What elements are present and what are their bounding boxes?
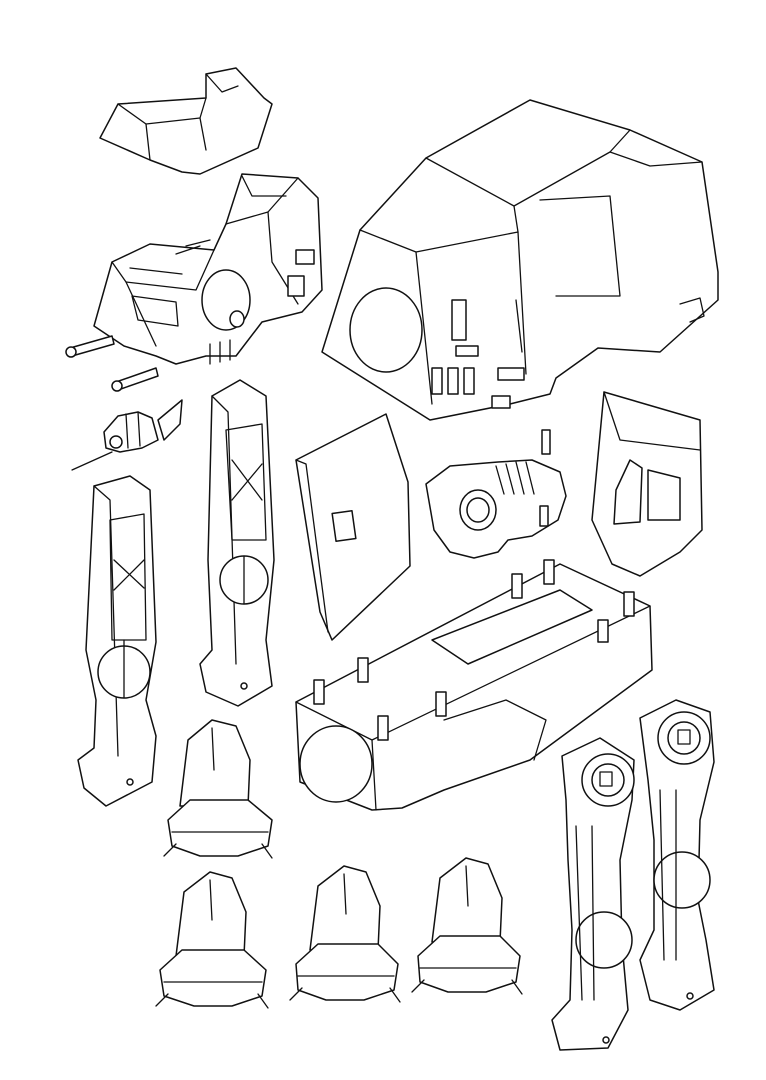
inner-right-leg xyxy=(552,738,634,1050)
body-chassis xyxy=(296,560,652,810)
right-leg xyxy=(640,700,714,1010)
body-side-hatch xyxy=(296,414,410,640)
neck-joint xyxy=(426,430,566,558)
inner-left-leg xyxy=(200,380,274,706)
head-side-blaster xyxy=(72,400,182,470)
body-rear-panel xyxy=(592,392,702,576)
head-cannon-lower xyxy=(112,368,158,391)
foot-1 xyxy=(164,720,272,858)
foot-2 xyxy=(156,872,268,1008)
walker-head xyxy=(94,174,322,364)
walker-body-shell xyxy=(322,100,718,420)
head-cannon-upper xyxy=(66,336,114,357)
left-leg xyxy=(78,476,156,806)
foot-4 xyxy=(412,858,522,994)
cockpit-roof-panel xyxy=(100,68,272,174)
foot-3 xyxy=(290,866,400,1002)
